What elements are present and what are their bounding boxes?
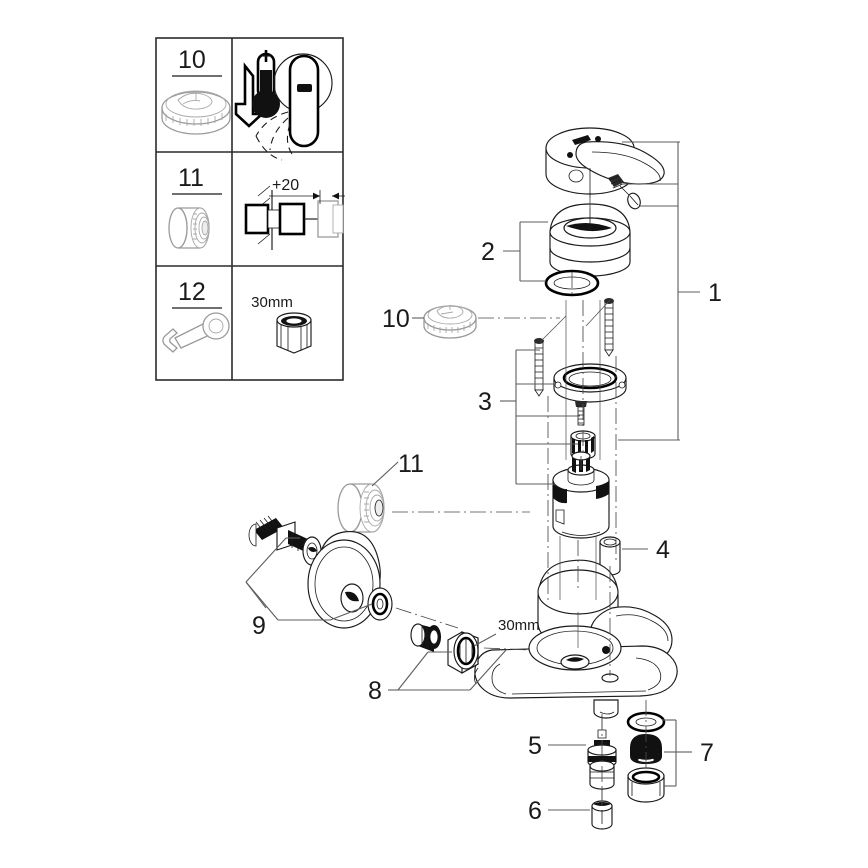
wall-offset-dimension-icon: +20 <box>244 177 345 250</box>
callout-4-plug-cap: 4 <box>622 536 670 564</box>
callout-3-label: 3 <box>478 388 492 416</box>
long-screw-left <box>534 338 544 397</box>
union-nut-group <box>410 623 479 674</box>
lever-handle <box>545 127 665 198</box>
ceramic-cartridge <box>552 451 610 539</box>
callout-10-label: 10 <box>382 305 410 333</box>
lever-handle-swing-icon <box>255 53 333 161</box>
callout-11-aerator: 11 <box>371 450 424 487</box>
installation-steps-legend: 10 <box>155 37 345 381</box>
callout-1-label: 1 <box>708 279 722 307</box>
callout-2-cap-and-oring: 2 <box>481 221 548 282</box>
assembly-axis-lines <box>392 198 647 806</box>
legend-step-number-12: 12 <box>178 278 206 306</box>
part-cap-group <box>544 203 631 297</box>
callout-5-label: 5 <box>528 732 542 760</box>
cap-dome <box>549 203 631 277</box>
legend-row-12: 12 30mm <box>162 278 312 354</box>
seal-ring-lower <box>627 767 665 803</box>
dimension-plus-20-label: +20 <box>272 177 299 194</box>
dimension-30mm-union-nut-label: 30mm <box>498 617 540 634</box>
dimension-30mm-union-nut: 30mm <box>473 617 540 647</box>
callout-7-label: 7 <box>700 739 714 767</box>
wall-fitting-block <box>244 203 270 235</box>
s-union-escutcheon-group <box>248 515 393 629</box>
callout-6-label: 6 <box>528 797 542 825</box>
callout-6-end-cap: 6 <box>528 797 590 825</box>
callout-10-flow-limiter: 10 <box>382 305 424 333</box>
callout-7-seal-kit: 7 <box>662 719 714 787</box>
plug-cap <box>599 536 621 576</box>
legend-step-number-10: 10 <box>178 46 206 74</box>
aerator-mousseur-icon <box>168 207 210 249</box>
retaining-ring <box>553 363 627 403</box>
flow-limiter-cap-icon <box>161 90 231 135</box>
legend-step-number-11: 11 <box>178 164 204 192</box>
union-nut <box>447 631 479 674</box>
end-cap <box>591 800 613 830</box>
escutcheon-rosette <box>307 530 381 629</box>
callout-8-label: 8 <box>368 677 382 705</box>
part-lever-handle-group <box>545 127 665 210</box>
union-seat <box>410 623 441 652</box>
long-screw-right <box>604 298 614 357</box>
legend-row-10: 10 <box>161 46 333 161</box>
escutcheon-washer <box>367 587 393 621</box>
dimension-30mm-legend-label: 30mm <box>251 294 293 311</box>
legend-row-11: 11 +20 <box>168 164 345 250</box>
screw-cover-plug <box>627 192 641 210</box>
callout-5-diverter-cartridge: 5 <box>528 732 586 760</box>
callout-8-union-nut-and-seat: 8 <box>368 649 507 705</box>
thermometer-down-arrow-icon <box>234 50 280 128</box>
callout-9-s-union-and-escutcheon: 9 <box>245 537 373 640</box>
hex-nut-icon: 30mm <box>251 294 312 354</box>
callout-1-handle-assembly: 1 <box>618 141 722 441</box>
aerator-mousseur <box>337 483 385 533</box>
callout-4-label: 4 <box>656 536 670 564</box>
callout-2-label: 2 <box>481 238 495 266</box>
seal-kit-group <box>626 711 666 803</box>
callout-11-label: 11 <box>398 450 424 478</box>
callout-9-label: 9 <box>252 612 266 640</box>
seal-cup <box>630 734 662 764</box>
open-end-wrench-icon <box>162 312 230 353</box>
callout-3-cartridge-kit: 3 <box>478 349 580 485</box>
